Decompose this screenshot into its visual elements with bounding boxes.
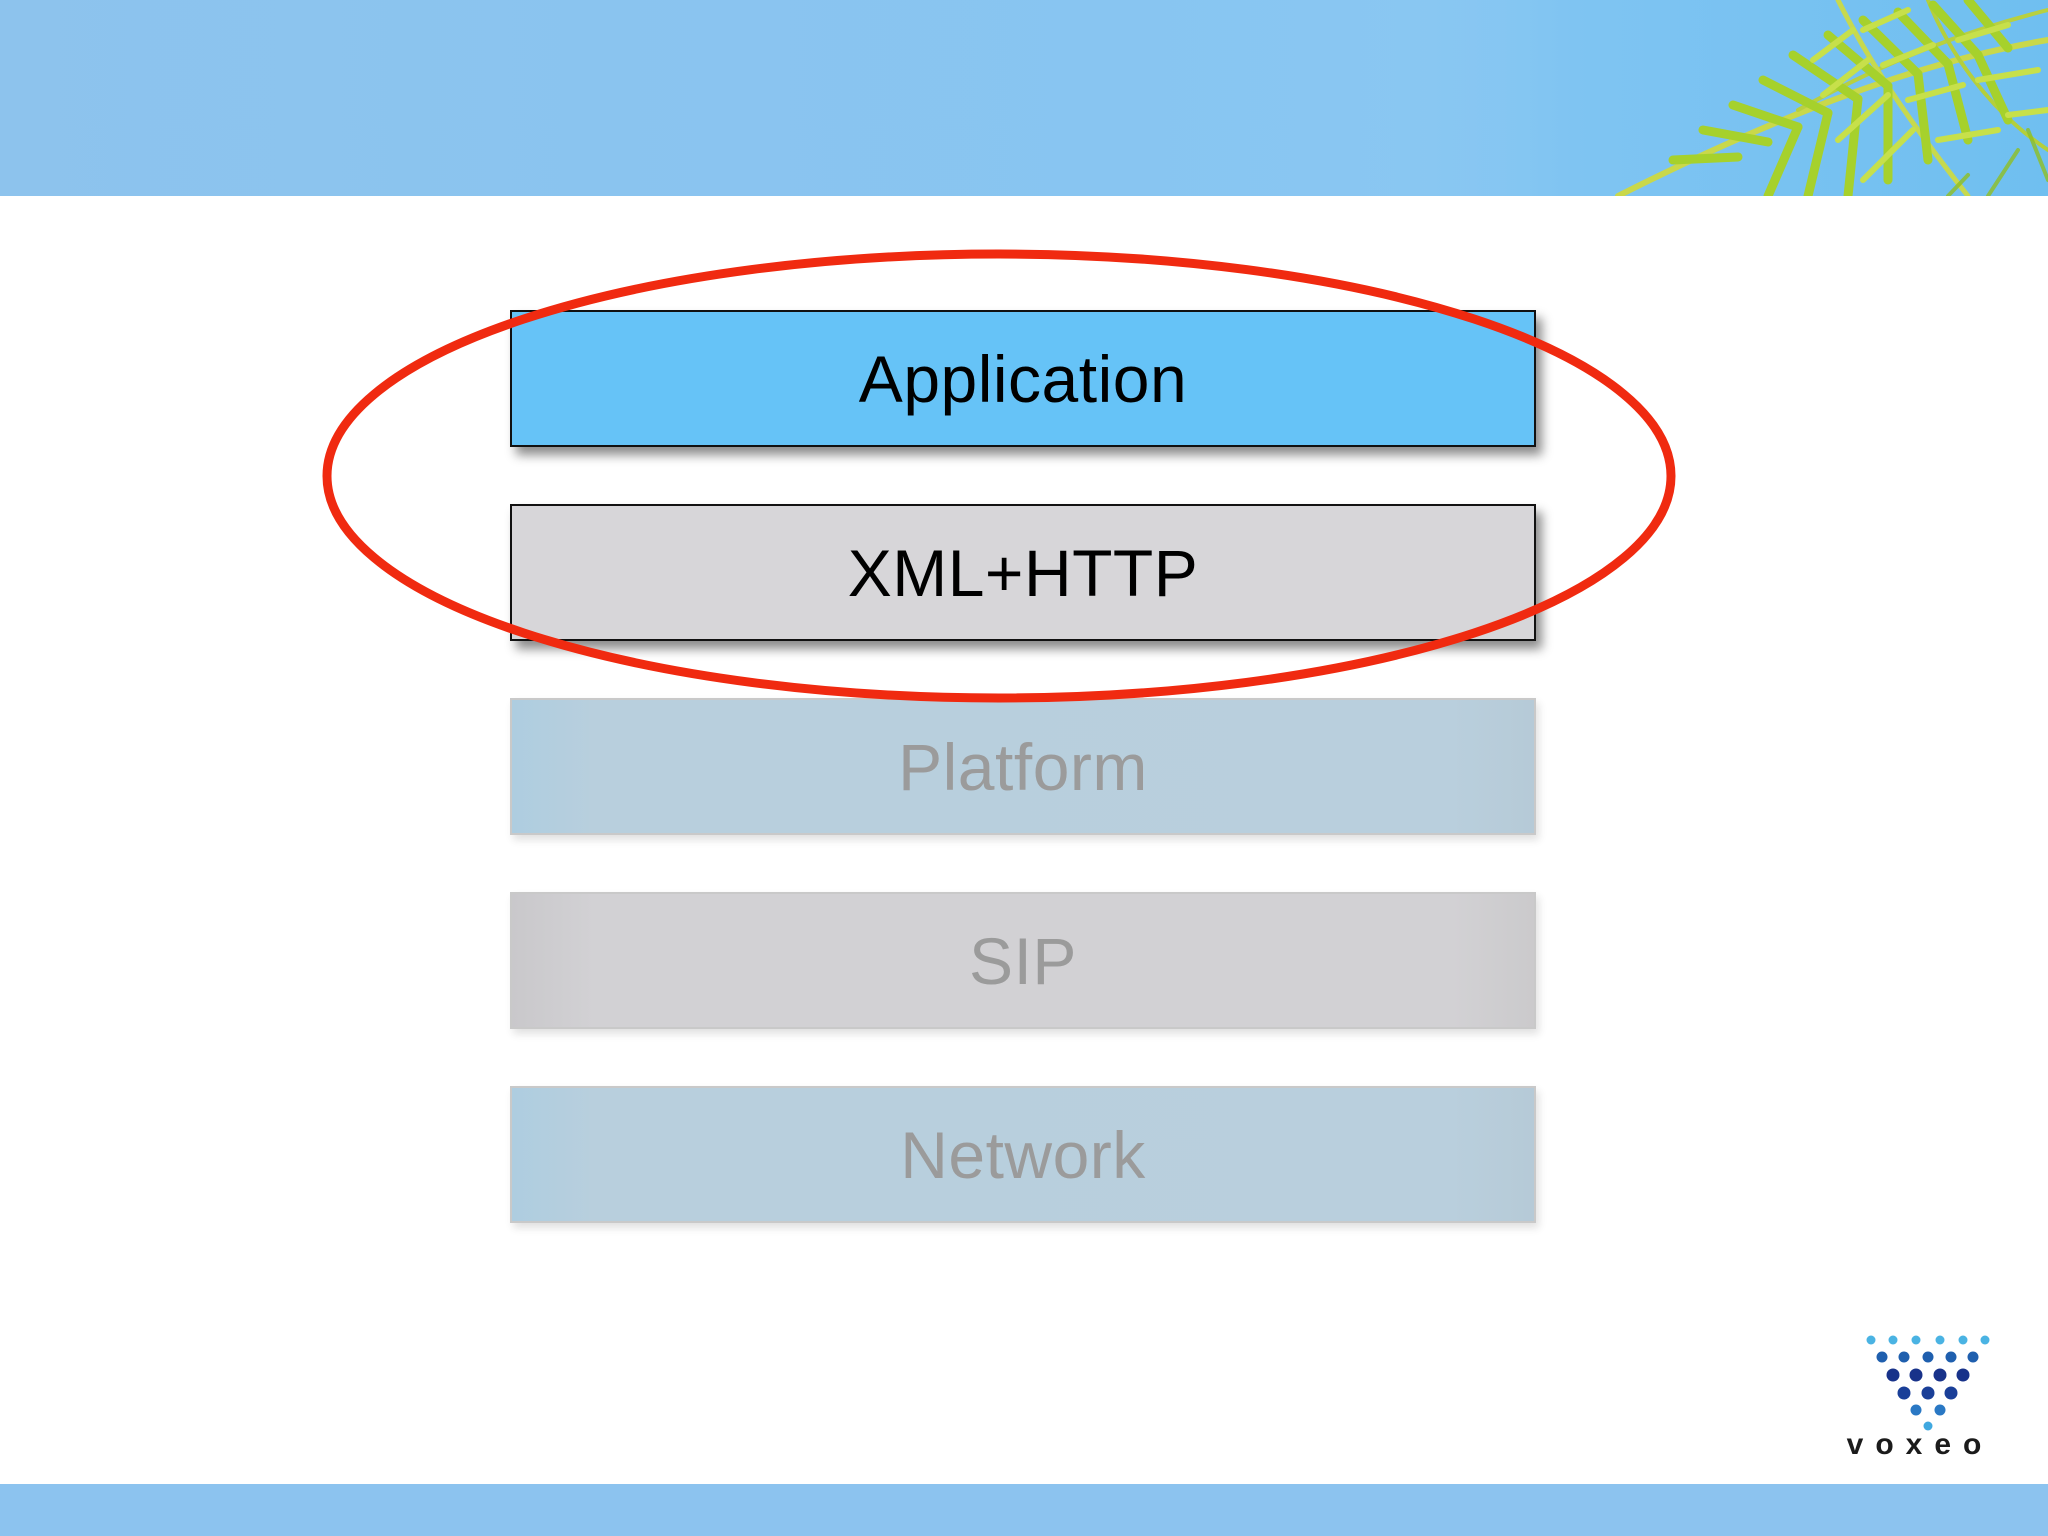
layer-xml-http-label: XML+HTTP [847, 535, 1199, 610]
voxeo-dot-triangle-icon [1866, 1335, 1990, 1431]
layer-network: Network [510, 1086, 1536, 1223]
layer-sip-label: SIP [969, 923, 1077, 998]
layer-xml-http: XML+HTTP [510, 504, 1536, 641]
header-band [0, 0, 2048, 196]
layer-network-label: Network [900, 1117, 1146, 1192]
layer-platform-label: Platform [898, 729, 1148, 804]
layer-platform: Platform [510, 698, 1536, 835]
palm-fronds-icon [1368, 0, 2048, 196]
layer-application: Application [510, 310, 1536, 447]
layer-application-label: Application [858, 341, 1188, 416]
voxeo-logo-text: voxeo [1846, 1428, 1994, 1461]
layer-sip: SIP [510, 892, 1536, 1029]
footer-band [0, 1484, 2048, 1536]
